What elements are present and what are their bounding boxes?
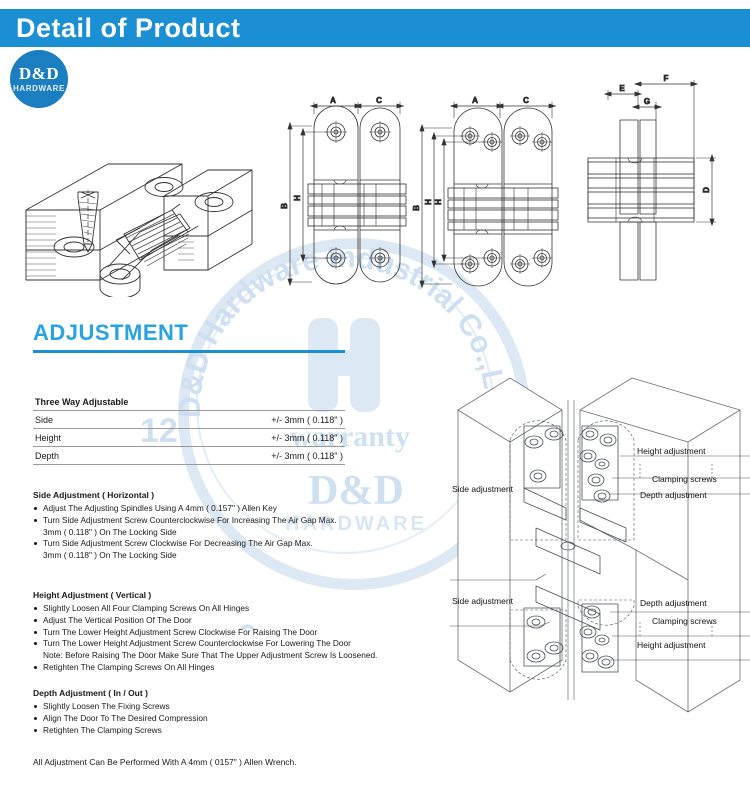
page-title: Detail of Product xyxy=(16,12,241,43)
front-view-drawing: A C B H xyxy=(280,96,407,287)
list-item: Turn Side Adjustment Screw Clockwise For… xyxy=(33,538,363,562)
list-item: Turn The Lower Height Adjustment Screw C… xyxy=(33,638,403,662)
list-item: Adjust The Vertical Position Of The Door xyxy=(33,615,403,627)
dim-label-c-wide: C xyxy=(523,96,529,105)
dim-label-e: E xyxy=(619,84,625,93)
callout-height-adjustment-upper: Height adjustment xyxy=(637,446,706,456)
table-cell-value: +/- 3mm ( 0.118" ) xyxy=(121,428,345,447)
list-item: Turn Side Adjustment Screw Counterclockw… xyxy=(33,515,363,539)
height-adjustment-title: Height Adjustment ( Vertical ) xyxy=(33,590,152,600)
section-heading: ADJUSTMENT xyxy=(33,320,189,345)
list-item: Adjust The Adjusting Spindles Using A 4m… xyxy=(33,503,363,515)
callout-side-adjustment-lower: Side adjustment xyxy=(452,596,513,606)
list-item: Align The Door To The Desired Compressio… xyxy=(33,713,363,725)
list-item: Retighten The Clamping Screws xyxy=(33,725,363,737)
side-adjustment-list: Adjust The Adjusting Spindles Using A 4m… xyxy=(33,503,363,562)
isometric-hinge-drawing xyxy=(25,163,253,297)
side-view-drawing: E F G D xyxy=(587,74,716,281)
dim-label-c: C xyxy=(376,96,382,105)
table-header-label: Three Way Adjustable xyxy=(33,393,345,411)
dim-label-a: A xyxy=(330,96,336,105)
table-cell-label: Height xyxy=(33,428,122,447)
dim-label-h1-wide: H xyxy=(424,199,433,205)
side-adjustment-title: Side Adjustment ( Horizontal ) xyxy=(33,490,155,500)
table-row: Side +/- 3mm ( 0.118" ) xyxy=(33,410,345,429)
list-item: Turn The Lower Height Adjustment Screw C… xyxy=(33,627,403,639)
table-cell-label: Depth xyxy=(33,446,122,465)
brand-logo: D&D HARDWARE xyxy=(10,50,68,108)
depth-adjustment-title: Depth Adjustment ( In / Out ) xyxy=(33,688,148,698)
installation-illustration xyxy=(450,377,750,713)
brand-logo-main: D&D xyxy=(18,64,60,83)
dim-label-h2-wide: H xyxy=(434,199,443,205)
header-bar: Detail of Product xyxy=(0,9,750,47)
front-view-wide-drawing: A C xyxy=(412,96,559,289)
height-adjustment-block: Height Adjustment ( Vertical ) Slightly … xyxy=(33,589,403,674)
side-adjustment-block: Side Adjustment ( Horizontal ) Adjust Th… xyxy=(33,489,363,562)
table-row: Depth +/- 3mm ( 0.118" ) xyxy=(33,446,345,465)
callout-clamping-screws-lower: Clamping screws xyxy=(652,616,717,626)
dim-label-d: D xyxy=(702,187,711,193)
depth-adjustment-block: Depth Adjustment ( In / Out ) Slightly L… xyxy=(33,687,363,736)
section-divider xyxy=(33,350,345,353)
list-item: Slightly Loosen The Fixing Screws xyxy=(33,701,363,713)
dim-label-h: H xyxy=(293,195,302,201)
table-header-row: Three Way Adjustable xyxy=(33,393,345,411)
callout-clamping-screws-upper: Clamping screws xyxy=(652,474,717,484)
dim-label-b: B xyxy=(280,203,289,209)
callout-side-adjustment-upper: Side adjustment xyxy=(452,484,513,494)
closing-note: All Adjustment Can Be Performed With A 4… xyxy=(33,757,297,767)
table-cell-label: Side xyxy=(33,410,122,429)
depth-adjustment-list: Slightly Loosen The Fixing Screws Align … xyxy=(33,701,363,736)
callout-depth-adjustment-upper: Depth adjustment xyxy=(640,490,707,500)
brand-logo-sub: HARDWARE xyxy=(13,84,65,93)
dim-label-b-wide: B xyxy=(412,205,421,211)
dim-label-f: F xyxy=(664,74,669,83)
table-cell-value: +/- 3mm ( 0.118" ) xyxy=(121,410,345,429)
dim-label-g: G xyxy=(644,97,650,106)
list-item: Slightly Loosen All Four Clamping Screws… xyxy=(33,603,403,615)
table-cell-value: +/- 3mm ( 0.118" ) xyxy=(121,446,345,465)
table-row: Height +/- 3mm ( 0.118" ) xyxy=(33,428,345,447)
callout-depth-adjustment-lower: Depth adjustment xyxy=(640,598,707,608)
list-item: Retighten The Clamping Screws On All Hin… xyxy=(33,662,403,674)
callout-height-adjustment-lower: Height adjustment xyxy=(637,640,706,650)
dim-label-a-wide: A xyxy=(472,96,478,105)
height-adjustment-list: Slightly Loosen All Four Clamping Screws… xyxy=(33,603,403,674)
adjustment-table: Three Way Adjustable Side +/- 3mm ( 0.11… xyxy=(33,393,345,465)
